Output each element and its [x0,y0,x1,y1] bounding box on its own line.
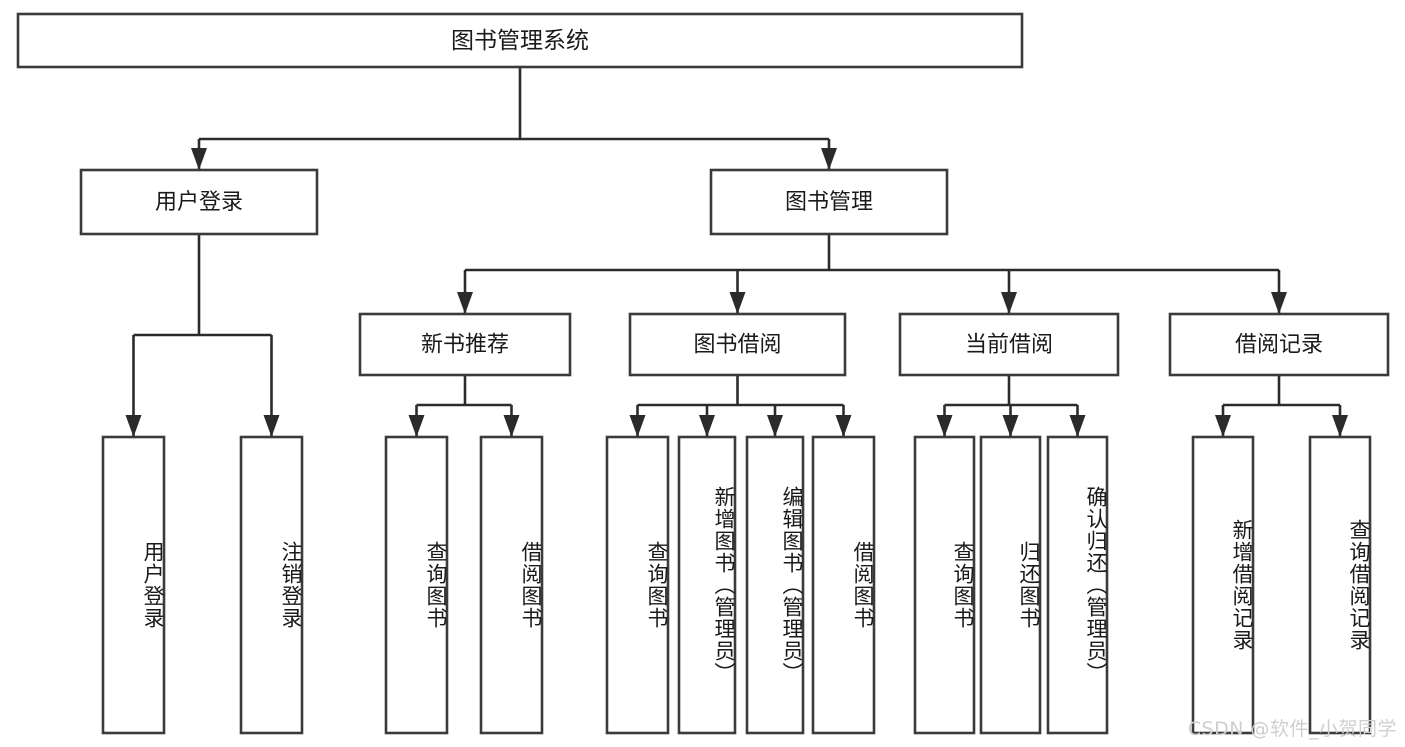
node-图书借阅[interactable]: 图书借阅 [628,312,847,377]
leaf-node-2-查询图书[interactable]: 查询图书 [384,435,449,735]
leaf-node-7-借阅图书[interactable]: 借阅图书 [811,435,876,735]
book-mgmt-to-level3-arrow-0 [457,292,473,314]
node-图书管理-label: 图书管理 [785,190,873,215]
leaf-node-12-查询借阅记录-label-wrap: 查询借阅记录 [1347,519,1371,651]
leaf-node-11-新增借阅记录-label: 新增借阅记录 [1230,519,1254,651]
group-新书推荐-to-leaves-arrow-1 [503,415,520,437]
root-to-level2-arrow-1 [821,148,837,170]
node-用户登录[interactable]: 用户登录 [79,168,319,236]
login-to-leaves-arrow-0 [125,415,142,437]
leaf-node-4-查询图书-shape [605,435,670,735]
leaf-node-9-归还图书-label-wrap: 归还图书 [1017,541,1041,629]
group-新书推荐-to-leaves-arrow-0 [408,415,425,437]
leaf-node-6-编辑图书管理员[interactable]: 编辑图书（管理员） [745,435,805,735]
leaf-node-5-新增图书管理员[interactable]: 新增图书（管理员） [677,435,737,735]
leaf-node-7-借阅图书-label: 借阅图书 [851,541,875,629]
node-root-图书管理系统-label: 图书管理系统 [451,28,589,54]
leaf-node-0-用户登录-label-wrap: 用户登录 [141,541,165,629]
leaf-node-4-查询图书-label: 查询图书 [645,541,669,629]
group-当前借阅-to-leaves-arrow-0 [936,415,953,437]
leaf-node-3-借阅图书-shape [479,435,544,735]
connector-layer [125,67,1348,437]
node-图书借阅-shape [628,312,847,377]
leaf-node-2-查询图书-shape [384,435,449,735]
leaf-node-9-归还图书-label: 归还图书 [1017,541,1041,629]
leaf-node-2-查询图书-label: 查询图书 [424,541,448,629]
leaf-node-4-查询图书-label-wrap: 查询图书 [645,541,669,629]
node-新书推荐[interactable]: 新书推荐 [358,312,572,377]
root-to-level2-arrow-0 [191,148,207,170]
book-mgmt-to-level3-arrow-2 [1001,292,1017,314]
group-借阅记录-to-leaves-arrow-1 [1332,415,1348,437]
leaf-node-7-借阅图书-shape [811,435,876,735]
node-当前借阅[interactable]: 当前借阅 [898,312,1120,377]
leaf-node-0-用户登录-shape [101,435,166,735]
leaf-node-8-查询图书-shape [913,435,976,735]
book-mgmt-to-level3-arrow-3 [1271,292,1287,314]
leaf-node-5-新增图书管理员-label: 新增图书（管理员） [712,486,736,684]
leaf-node-6-编辑图书管理员-label-wrap: 编辑图书（管理员） [780,486,804,684]
node-当前借阅-shape [898,312,1120,377]
node-用户登录-shape [79,168,319,236]
login-to-leaves-arrow-1 [263,415,280,437]
node-root-图书管理系统[interactable]: 图书管理系统 [16,12,1024,69]
leaf-node-6-编辑图书管理员-label: 编辑图书（管理员） [780,486,804,684]
leaf-node-8-查询图书-label: 查询图书 [951,541,975,629]
leaf-node-3-借阅图书[interactable]: 借阅图书 [479,435,544,735]
leaf-node-1-注销登录[interactable]: 注销登录 [239,435,304,735]
leaf-node-12-查询借阅记录-label: 查询借阅记录 [1347,519,1371,651]
leaf-node-4-查询图书[interactable]: 查询图书 [605,435,670,735]
leaf-node-2-查询图书-label-wrap: 查询图书 [424,541,448,629]
leaf-node-7-借阅图书-label-wrap: 借阅图书 [851,541,875,629]
leaf-node-10-确认归还管理员[interactable]: 确认归还（管理员） [1046,435,1109,735]
leaf-node-5-新增图书管理员-shape [677,435,737,735]
node-新书推荐-shape [358,312,572,377]
node-图书管理[interactable]: 图书管理 [709,168,949,236]
leaf-node-3-借阅图书-label: 借阅图书 [519,541,543,629]
group-借阅记录-to-leaves-arrow-0 [1215,415,1231,437]
node-layer: 图书管理系统用户登录图书管理新书推荐图书借阅当前借阅借阅记录用户登录注销登录查询… [16,12,1390,735]
group-图书借阅-to-leaves-arrow-2 [767,415,783,437]
leaf-node-1-注销登录-label: 注销登录 [279,541,303,629]
group-当前借阅-to-leaves-arrow-2 [1069,415,1086,437]
node-图书借阅-label: 图书借阅 [693,333,781,358]
leaf-node-10-确认归还管理员-label-wrap: 确认归还（管理员） [1084,486,1108,684]
node-当前借阅-label: 当前借阅 [965,333,1053,358]
leaf-node-10-确认归还管理员-label: 确认归还（管理员） [1084,486,1108,684]
leaf-node-11-新增借阅记录[interactable]: 新增借阅记录 [1191,435,1255,735]
leaf-node-0-用户登录[interactable]: 用户登录 [101,435,166,735]
group-当前借阅-to-leaves-arrow-1 [1002,415,1019,437]
leaf-node-11-新增借阅记录-label-wrap: 新增借阅记录 [1230,519,1254,651]
node-新书推荐-label: 新书推荐 [421,333,509,358]
leaf-node-11-新增借阅记录-shape [1191,435,1255,735]
leaf-node-10-确认归还管理员-shape [1046,435,1109,735]
leaf-node-1-注销登录-label-wrap: 注销登录 [279,541,303,629]
leaf-node-1-注销登录-shape [239,435,304,735]
node-图书管理-shape [709,168,949,236]
node-借阅记录-label: 借阅记录 [1235,333,1323,358]
node-借阅记录-shape [1168,312,1390,377]
leaf-node-5-新增图书管理员-label-wrap: 新增图书（管理员） [712,486,736,684]
node-root-图书管理系统-shape [16,12,1024,69]
book-mgmt-to-level3-arrow-1 [729,292,746,314]
leaf-node-8-查询图书-label-wrap: 查询图书 [951,541,975,629]
leaf-node-8-查询图书[interactable]: 查询图书 [913,435,976,735]
node-用户登录-label: 用户登录 [155,190,243,215]
leaf-node-0-用户登录-label: 用户登录 [141,541,165,629]
leaf-node-3-借阅图书-label-wrap: 借阅图书 [519,541,543,629]
node-借阅记录[interactable]: 借阅记录 [1168,312,1390,377]
csdn-watermark: CSDN @软件_小贺同学 [1187,718,1397,740]
leaf-node-9-归还图书[interactable]: 归还图书 [979,435,1042,735]
leaf-node-9-归还图书-shape [979,435,1042,735]
leaf-node-12-查询借阅记录[interactable]: 查询借阅记录 [1308,435,1372,735]
leaf-node-6-编辑图书管理员-shape [745,435,805,735]
group-图书借阅-to-leaves-arrow-0 [629,415,646,437]
group-图书借阅-to-leaves-arrow-1 [699,415,715,437]
leaf-node-12-查询借阅记录-shape [1308,435,1372,735]
group-图书借阅-to-leaves-arrow-3 [835,415,852,437]
